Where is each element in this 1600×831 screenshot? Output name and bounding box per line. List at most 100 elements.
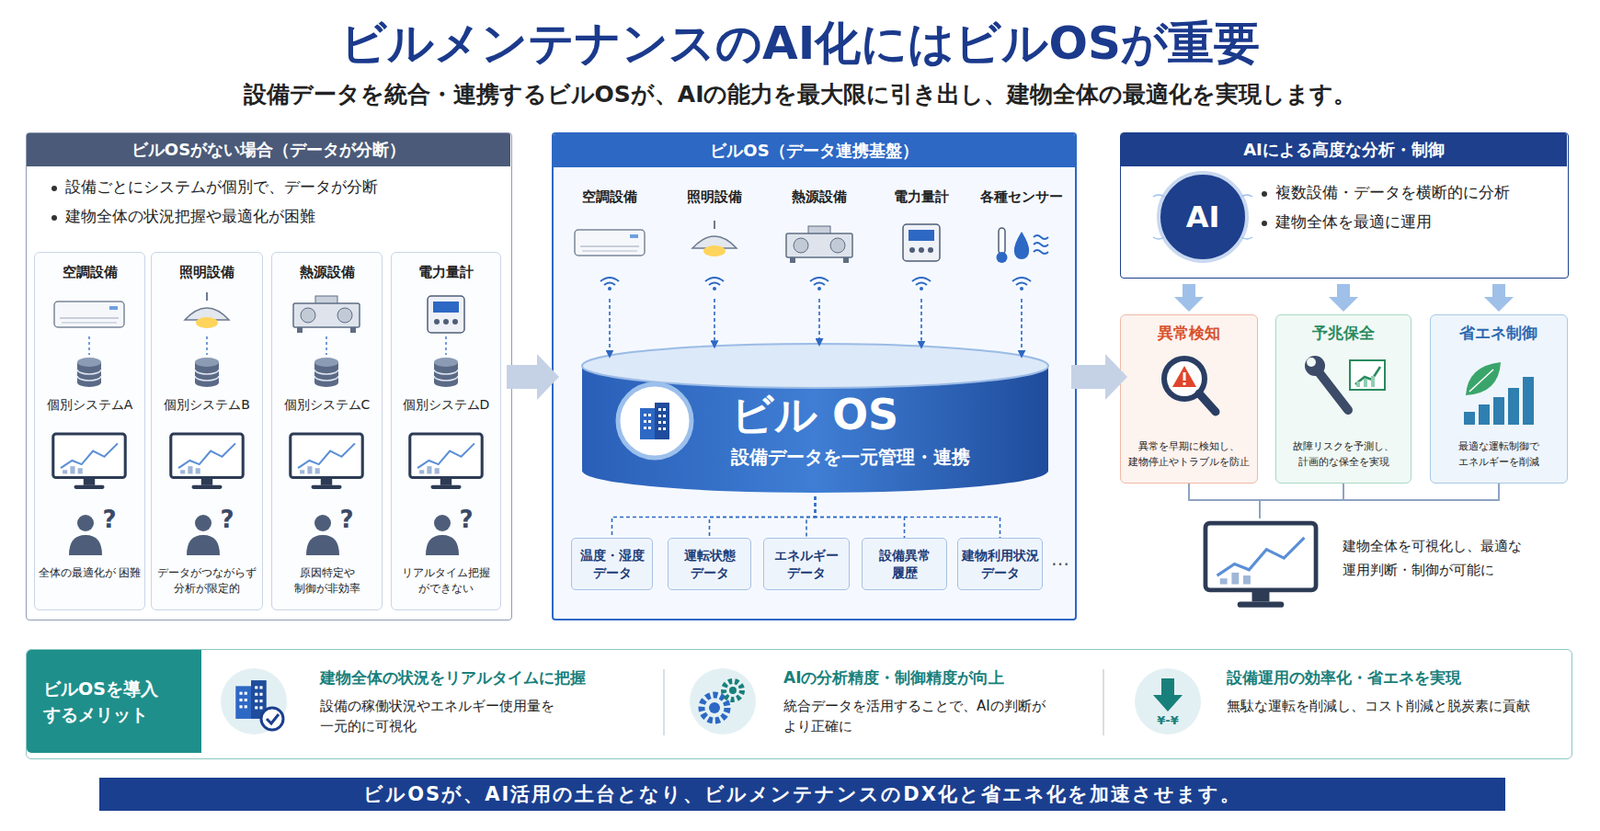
monitor-icons	[53, 434, 482, 490]
merit-item: 設備運用の効率化・省エネを実現無駄な運転を削減し、コスト削減と脱炭素に貢献	[1114, 654, 1571, 750]
device-label: 空調設備	[568, 188, 652, 206]
anomaly-magnifier-icon	[1183, 372, 1187, 381]
merit-band: ビルOSを導入 するメリット建物全体の状況をリアルタイムに把握設備の稼働状況やエ…	[25, 649, 1573, 760]
subtitle: 設備データを統合・連携するビルOSが、AIの能力を最大限に引き出し、建物全体の最…	[0, 79, 1600, 110]
monitor-icons	[410, 434, 482, 490]
merit-icons	[708, 702, 720, 714]
column-heading: 空調設備	[34, 263, 145, 282]
data-label: 設備異常 履歴	[877, 547, 933, 581]
center-device-icons	[786, 226, 853, 263]
device-label: 電力量計	[880, 188, 963, 206]
merit-icons	[235, 680, 266, 720]
wifi-icons	[810, 277, 829, 291]
data-box: 建物利用状況 データ	[957, 537, 1043, 591]
panel-heading: ビルOS（データ連携基盤）	[553, 134, 1075, 168]
database-cylinder: ビル OS設備データを一元管理・連携	[579, 342, 1052, 497]
leaf-bars-icon	[1508, 388, 1520, 425]
device-label: 熱源設備	[777, 188, 861, 206]
leaf-bars-icon	[1469, 369, 1494, 392]
center-device-icons	[1014, 231, 1029, 260]
column-device-icons	[184, 292, 229, 329]
anomaly-magnifier-icon	[1172, 365, 1197, 388]
bullet-text: 設備ごとにシステムが個別で、データが分断	[48, 175, 500, 200]
database-icons	[77, 357, 102, 388]
panel: ビルOS（データ連携基盤） 空調設備 照明設備 熱源設備 電力量計各種センサービル OS…	[551, 132, 1077, 621]
system-name: 個別システムD	[391, 397, 501, 414]
feature-body: 異常を早期に検知し、 建物停止やトラブルを防止	[1124, 438, 1254, 470]
device-label: 各種センサー	[972, 188, 1071, 206]
center-device-icons	[692, 220, 737, 257]
device-node: 電力量計	[880, 188, 963, 298]
bullet-text: 建物全体の状況把握や最適化が困難	[48, 205, 500, 229]
tree-connector	[709, 496, 816, 538]
column-feed-lines	[89, 336, 446, 355]
merit-icons	[689, 668, 756, 735]
cylinder-building-icon	[640, 402, 670, 440]
anomaly-magnifier-icon	[1164, 358, 1216, 412]
anomaly-magnifier-icon	[1199, 393, 1216, 412]
ai-circle: AI	[1156, 171, 1249, 263]
merit-icons	[729, 686, 737, 695]
merge-connector	[1259, 483, 1344, 519]
merit-item: AIの分析精度・制御精度が向上統合データを活用することで、AIの判断が より正確…	[680, 654, 1095, 750]
column-device-icons	[54, 292, 465, 333]
data-label: 温度・湿度 データ	[573, 547, 652, 581]
wrench-chart-icon	[1371, 376, 1375, 388]
merit-body: 設備の稼働状況やエネルギー使用量を 一元的に可視化	[320, 697, 596, 738]
center-device-icons	[902, 224, 940, 262]
cylinder-building-icon	[617, 384, 692, 458]
cylinder-subtitle: 設備データを一元管理・連携	[731, 445, 1044, 470]
dashboard-monitor	[1205, 523, 1316, 608]
monitor-text: 建物全体を可視化し、最適な 運用判断・制御が可能に	[1342, 535, 1560, 583]
device-node: 空調設備	[568, 188, 652, 298]
column-note: データがつながらず 分析が限定的	[153, 565, 261, 597]
merge-connector	[1259, 483, 1499, 519]
person-icons	[186, 514, 220, 556]
cylinder-building-icon	[617, 384, 692, 458]
wrench-chart-icon	[1363, 378, 1368, 388]
merit-icons	[220, 668, 287, 735]
feature-title: 異常検知	[1120, 322, 1257, 344]
bullet-text: 複数設備・データを横断的に分析	[1258, 181, 1563, 206]
leaf-bars-icon	[1463, 411, 1475, 425]
big-connector	[1071, 365, 1106, 389]
system-column: 空調設備個別システムA全体の最適化が 困難	[34, 251, 146, 611]
merit-separators	[662, 669, 665, 736]
feature-box: 異常検知異常を早期に検知し、 建物停止やトラブルを防止	[1120, 314, 1258, 484]
system-name: 個別システムB	[151, 397, 263, 414]
question-mark: ?	[335, 505, 358, 534]
question-mark: ?	[455, 505, 478, 534]
database-icons	[434, 357, 458, 388]
feature-box: 予兆保全故障リスクを予測し、 計画的な保全を実現	[1275, 314, 1412, 484]
conclusion-band: ビルOSが、AI活用の土台となり、ビルメンテナンスのDX化と省エネ化を加速させま…	[99, 777, 1506, 812]
merit-icons	[261, 708, 284, 731]
center-device-icons	[996, 251, 1008, 263]
leaf-bars-icon	[1522, 377, 1534, 425]
merit-separators	[1102, 669, 1105, 736]
monitor-note: 建物全体を可視化し、最適な 運用判断・制御が可能に	[1195, 514, 1564, 612]
anomaly-magnifier-icon	[1164, 358, 1205, 400]
merit-icons	[220, 668, 1201, 735]
person-icons	[68, 514, 103, 556]
merit-title: 設備運用の効率化・省エネを実現	[1226, 667, 1567, 689]
ellipsis: …	[1046, 548, 1075, 571]
device-label: 照明設備	[673, 188, 756, 206]
question-mark: ?	[216, 505, 239, 534]
wrench-chart-icon	[1306, 357, 1316, 367]
panel-heading: ビルOSがない場合（データが分断）	[26, 133, 511, 167]
column-feed-lines	[88, 336, 90, 355]
data-label: 建物利用状況 データ	[960, 547, 1040, 581]
data-label: 運転状態 データ	[671, 547, 749, 581]
dash-connector	[1020, 298, 1023, 351]
ai-mark: AI	[1186, 199, 1221, 235]
column-feed-lines	[205, 336, 207, 355]
wifi-icons	[600, 277, 619, 291]
merit-separators	[663, 669, 1104, 736]
column-heading: 電力量計	[391, 263, 501, 282]
tree-connector	[815, 496, 1001, 538]
column-feed-lines	[445, 336, 446, 355]
database-icons	[77, 357, 458, 388]
block-connector	[1337, 284, 1350, 298]
column-note: リアルタイム把握 ができない	[393, 565, 499, 597]
